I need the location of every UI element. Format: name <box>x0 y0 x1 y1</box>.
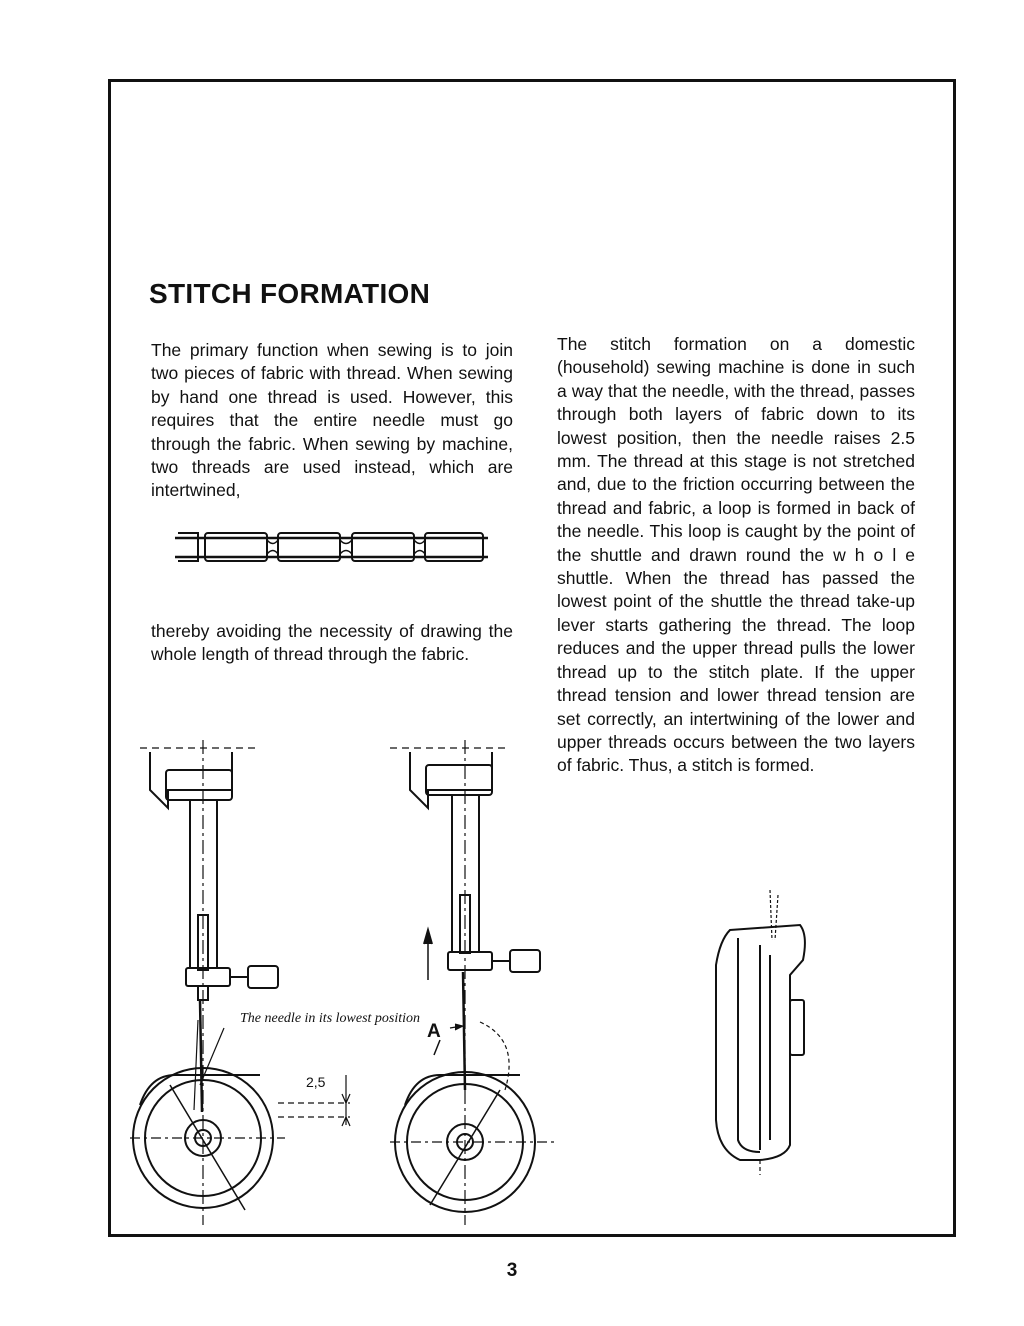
stitch-chain-illustration <box>175 532 488 562</box>
shuttle-side-view-illustration <box>715 889 806 1175</box>
page-border <box>108 79 956 1237</box>
point-a-label: A <box>427 1021 441 1042</box>
page-title: STITCH FORMATION <box>149 278 431 309</box>
needle-caption: The needle in its lowest position <box>240 1011 421 1026</box>
page-number: 3 <box>506 1260 518 1281</box>
measurement-label: 2,5 <box>306 1074 326 1090</box>
left-paragraph-intro: The primary function when sewing is to j… <box>151 340 513 501</box>
right-paragraph: The stitch formation on a domestic (hous… <box>557 334 915 776</box>
left-paragraph-conclusion: thereby avoiding the necessity of drawin… <box>151 621 513 665</box>
needle-lowest-position-illustration <box>130 740 351 1225</box>
needle-raised-illustration <box>390 740 555 1225</box>
